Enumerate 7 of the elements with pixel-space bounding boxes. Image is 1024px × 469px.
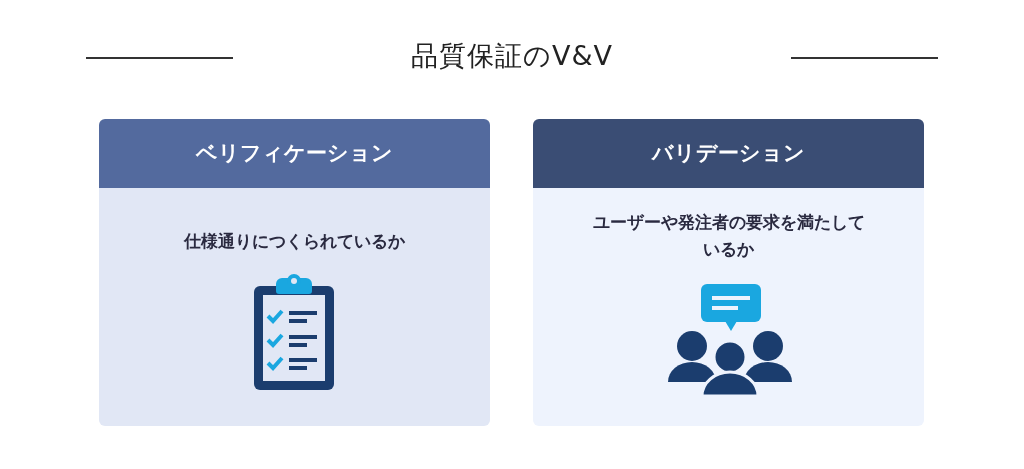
title: 品質保証のV&V	[411, 40, 613, 71]
card-description: ユーザーや発注者の要求を満たしているか	[591, 211, 866, 261]
info-card	[533, 119, 924, 426]
info-card	[99, 119, 490, 426]
card-header: バリデーション	[533, 119, 924, 188]
card-description: 仕様通りにつくられているか	[183, 230, 406, 253]
card-header: ベリフィケーション	[99, 119, 490, 188]
